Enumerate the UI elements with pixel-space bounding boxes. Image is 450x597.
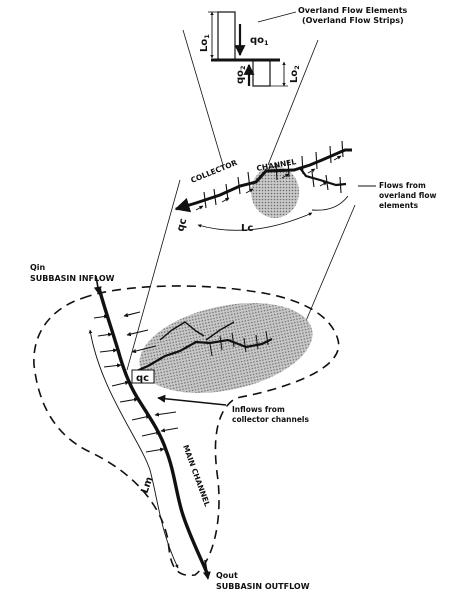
subbasin-inflow-label: SUBBASIN INFLOW <box>30 274 115 283</box>
flows-from-line3: elements <box>379 201 419 210</box>
flows-from-line2: overland flow <box>379 191 436 200</box>
lc-label: Lc <box>241 223 253 234</box>
qout-label: Qout <box>216 571 238 580</box>
overland-flow-element <box>208 11 297 87</box>
collector-label: COLLECTOR <box>189 158 238 185</box>
lo2-label: Lo2 <box>289 65 301 83</box>
inflows-line2: collector channels <box>232 415 310 424</box>
qc-mid-label: qc <box>136 373 149 384</box>
qo2-label: qo2 <box>235 65 247 84</box>
lo1-label: Lo1 <box>199 34 211 52</box>
qo1-label: qo1 <box>250 35 269 47</box>
qin-label: Qin <box>30 263 46 272</box>
lm-label: Lm <box>139 475 155 495</box>
projection-lines <box>126 29 356 371</box>
overland-title-line1: Overland Flow Elements <box>298 6 408 15</box>
collector-channel-detail <box>174 140 376 231</box>
qc-top-label: qc <box>175 217 189 233</box>
inflows-line1: Inflows from <box>232 405 285 414</box>
flows-from-line1: Flows from <box>379 181 426 190</box>
overland-title-line2: (Overland Flow Strips) <box>302 16 404 25</box>
main-channel-label: MAIN CHANNEL <box>181 444 212 508</box>
subbasin <box>33 275 340 580</box>
subbasin-outflow-label: SUBBASIN OUTFLOW <box>216 582 310 591</box>
